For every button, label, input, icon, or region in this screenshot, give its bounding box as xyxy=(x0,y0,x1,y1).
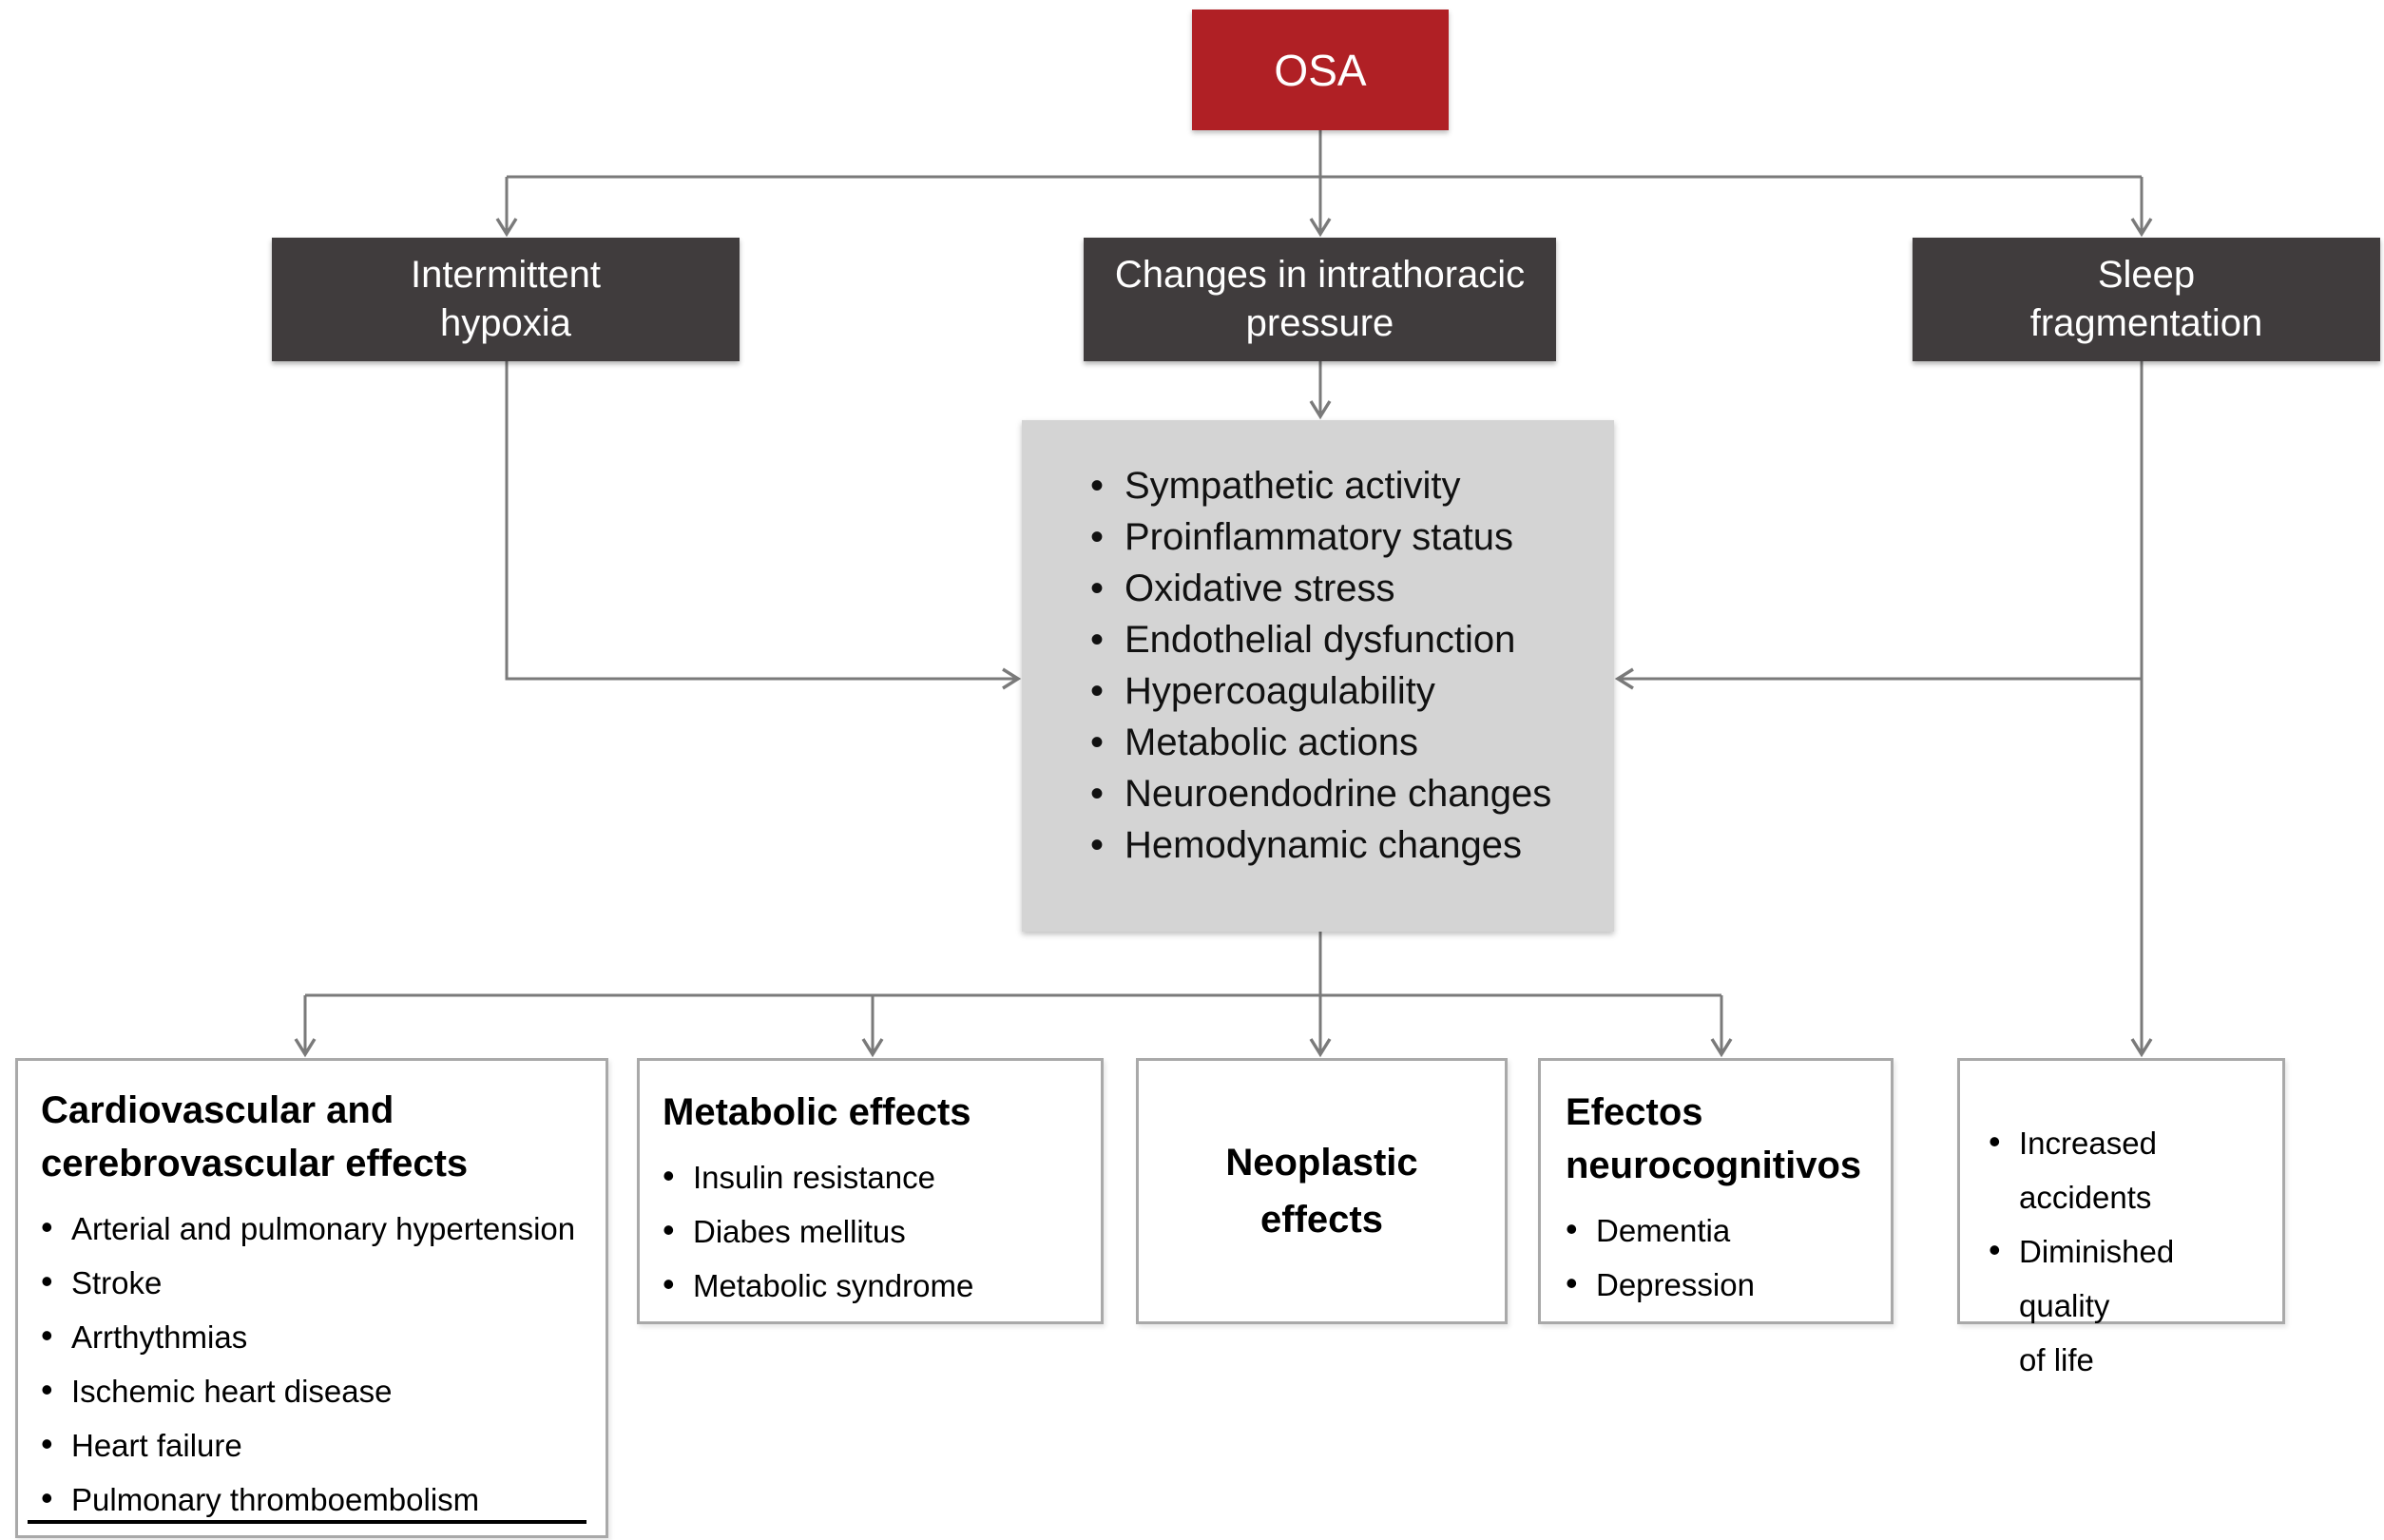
outcome-box-neurocognitive: Efectos neurocognitivos DementiaDepressi… xyxy=(1538,1058,1894,1324)
mechanism-list: Sympathetic activityProinflammatory stat… xyxy=(1090,460,1595,871)
mechanism-item: Metabolic actions xyxy=(1090,717,1595,768)
outcome-title: Metabolic effects xyxy=(663,1091,971,1133)
outcome-item: Pulmonary thromboembolism xyxy=(41,1471,586,1527)
outcome-box-accidents-quality-of-life: Increased accidentsDiminished quality of… xyxy=(1957,1058,2285,1377)
mechanism-item: Hemodynamic changes xyxy=(1090,819,1595,871)
branch-node-sleep-fragmentation: Sleep fragmentation xyxy=(1913,238,2380,361)
branch-node-intermittent-hypoxia: Intermittent hypoxia xyxy=(272,238,740,361)
outcome-title: Efectos neurocognitivos xyxy=(1566,1091,1862,1186)
mechanism-item: Oxidative stress xyxy=(1090,563,1595,614)
outcome-item: Increased accidents xyxy=(1989,1114,2273,1224)
branch-node-intrathoracic-pressure: Changes in intrathoracic pressure xyxy=(1084,238,1556,361)
osa-node: OSA xyxy=(1192,10,1449,130)
outcome-item: Heart failure xyxy=(41,1416,586,1473)
outcome-title: Neoplastic effects xyxy=(1225,1142,1418,1241)
outcome-box-metabolic: Metabolic effects Insulin resistanceDiab… xyxy=(637,1058,1104,1324)
bottom-divider-line xyxy=(28,1520,586,1524)
outcome-item: Dementia xyxy=(1566,1202,1877,1258)
outcome-list: Arterial and pulmonary hypertensionStrok… xyxy=(41,1200,586,1527)
mechanism-item: Endothelial dysfunction xyxy=(1090,614,1595,665)
outcome-box-neoplastic: Neoplastic effects xyxy=(1136,1058,1508,1324)
outcome-item: Arterial and pulmonary hypertension xyxy=(41,1200,586,1256)
outcome-item: Depression xyxy=(1566,1256,1877,1312)
outcome-title: Cardiovascular and cerebrovascular effec… xyxy=(41,1089,469,1184)
mechanism-item: Neuroendodrine changes xyxy=(1090,768,1595,819)
mechanism-item: Hypercoagulability xyxy=(1090,665,1595,717)
outcome-item: Diminished quality of life xyxy=(1989,1222,2273,1387)
outcome-item: Arrthythmias xyxy=(41,1308,586,1364)
outcome-box-cardiovascular: Cardiovascular and cerebrovascular effec… xyxy=(15,1058,608,1538)
outcome-item: Insulin resistance xyxy=(663,1148,1086,1204)
mechanism-item: Proinflammatory status xyxy=(1090,511,1595,563)
hypoxia-to-mechanisms-arrow xyxy=(505,361,1022,690)
outcome-list: Insulin resistanceDiabes mellitusMetabol… xyxy=(663,1148,1086,1313)
mechanisms-box: Sympathetic activityProinflammatory stat… xyxy=(1022,420,1614,932)
outcome-list: DementiaDepression xyxy=(1566,1202,1877,1312)
outcome-item: Metabolic syndrome xyxy=(663,1257,1086,1313)
mechanism-item: Sympathetic activity xyxy=(1090,460,1595,511)
outcome-list: Increased accidentsDiminished quality of… xyxy=(1989,1114,2273,1387)
outcome-item: Ischemic heart disease xyxy=(41,1362,586,1418)
outcome-item: Diabes mellitus xyxy=(663,1203,1086,1259)
outcome-item: Stroke xyxy=(41,1254,586,1310)
